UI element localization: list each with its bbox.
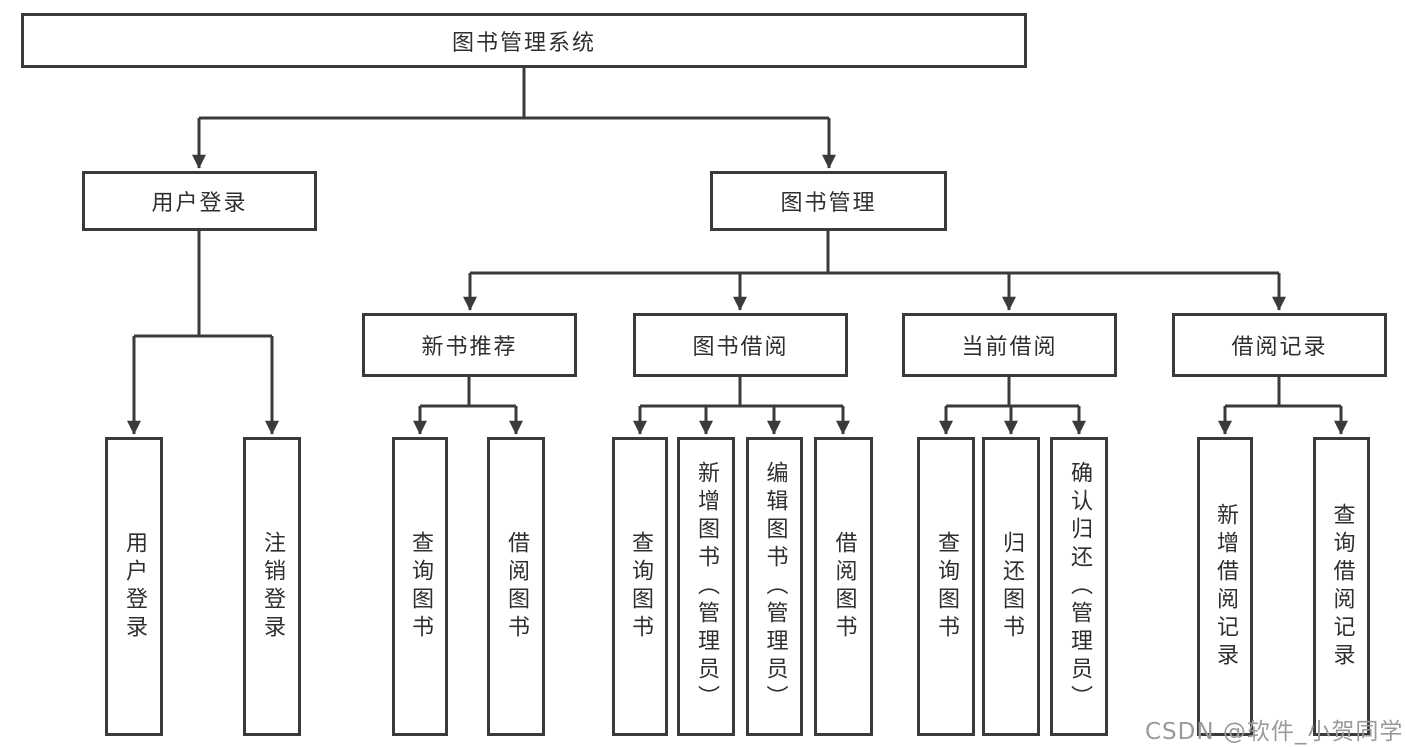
- node-label: 当前借阅: [961, 335, 1058, 360]
- node-label: 图书管理: [780, 191, 877, 216]
- node-user-login: 用户登录: [82, 171, 317, 231]
- node-current-borrowing: 当前借阅: [902, 313, 1117, 377]
- node-label: 新增图书（管理员）: [694, 460, 719, 713]
- node-label: 查询图书: [934, 530, 959, 643]
- node-label: 图书管理系统: [451, 30, 596, 56]
- node-label: 归还图书: [999, 530, 1024, 643]
- leaf-borrow-books-2: 借阅图书: [814, 437, 873, 736]
- node-book-borrowing: 图书借阅: [633, 313, 848, 377]
- node-root: 图书管理系统: [21, 13, 1027, 68]
- leaf-logout: 注销登录: [243, 437, 301, 736]
- node-new-book-recommendation: 新书推荐: [362, 313, 577, 377]
- leaf-edit-books-admin: 编辑图书（管理员）: [746, 437, 803, 736]
- node-label: 借阅图书: [831, 530, 857, 643]
- leaf-add-borrow-record: 新增借阅记录: [1197, 437, 1253, 736]
- leaf-query-borrow-record: 查询借阅记录: [1313, 437, 1370, 736]
- leaf-user-login: 用户登录: [105, 437, 163, 736]
- leaf-query-books-1: 查询图书: [392, 437, 448, 736]
- leaf-add-books-admin: 新增图书（管理员）: [677, 437, 735, 736]
- leaf-borrow-books-1: 借阅图书: [487, 437, 545, 736]
- node-label: 查询借阅记录: [1329, 502, 1355, 671]
- node-label: 用户登录: [122, 530, 147, 643]
- node-book-management: 图书管理: [710, 171, 947, 231]
- node-label: 确认归还（管理员）: [1067, 460, 1092, 713]
- node-label: 查询图书: [628, 530, 653, 643]
- node-borrowing-records: 借阅记录: [1172, 313, 1387, 377]
- node-label: 注销登录: [260, 530, 285, 643]
- leaf-query-books-3: 查询图书: [917, 437, 975, 736]
- node-label: 借阅图书: [504, 530, 529, 643]
- node-label: 图书借阅: [692, 335, 789, 360]
- node-label: 借阅记录: [1231, 335, 1328, 360]
- node-label: 新增借阅记录: [1213, 502, 1238, 671]
- node-label: 查询图书: [408, 530, 433, 643]
- node-label: 用户登录: [151, 191, 248, 216]
- leaf-confirm-return-admin: 确认归还（管理员）: [1050, 437, 1108, 736]
- node-label: 新书推荐: [421, 335, 518, 360]
- leaf-query-books-2: 查询图书: [612, 437, 668, 736]
- leaf-return-books: 归还图书: [982, 437, 1040, 736]
- watermark: CSDN @软件_小贺同学: [1145, 719, 1404, 745]
- node-label: 编辑图书（管理员）: [762, 460, 788, 713]
